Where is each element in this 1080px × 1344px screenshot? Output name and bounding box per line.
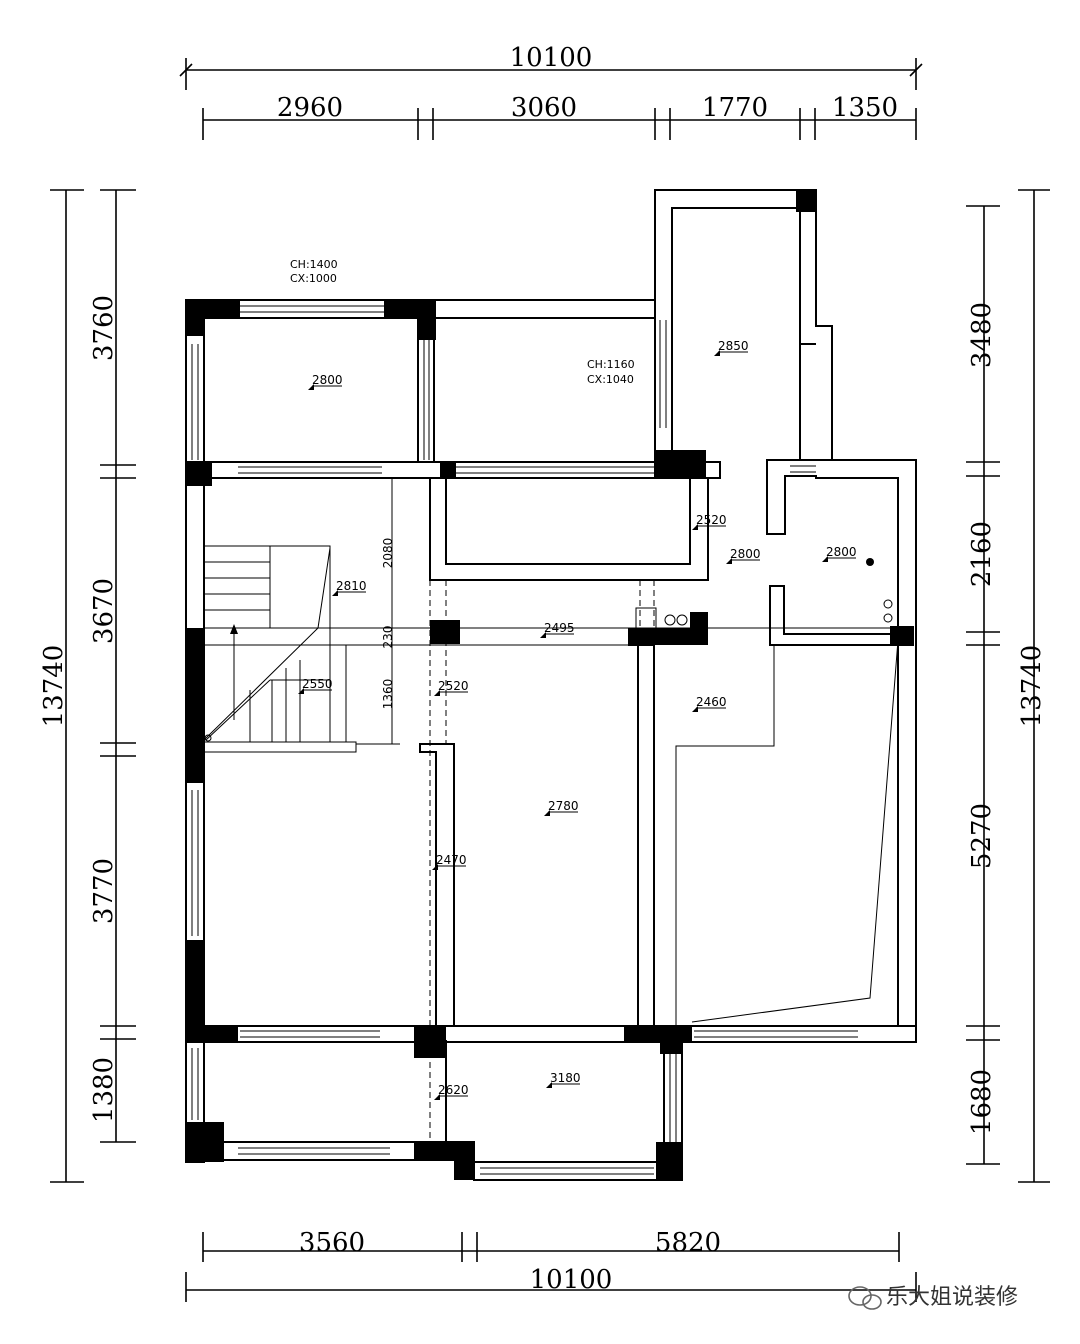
left-segment-1: 3760 [89, 295, 119, 361]
window-tag-1-width: CX:1000 [290, 272, 337, 285]
svg-text:2800: 2800 [730, 547, 761, 561]
level-marker: 2520 [692, 513, 727, 530]
stair-vertical-dim-1: 2080 [381, 538, 395, 569]
left-segment-3: 3770 [89, 858, 119, 924]
level-marker: 2800 [726, 547, 761, 564]
level-marker: 2460 [692, 695, 727, 712]
svg-text:2520: 2520 [696, 513, 727, 527]
bottom-segment-1: 3560 [299, 1228, 365, 1258]
svg-text:3180: 3180 [550, 1071, 581, 1085]
right-segment-4: 1680 [967, 1069, 997, 1135]
level-marker: 3180 [546, 1071, 581, 1088]
dashed-lines [204, 580, 655, 1142]
columns [186, 190, 914, 1180]
level-marker: 2520 [434, 679, 469, 696]
right-total-dimension: 13740 [1017, 645, 1047, 728]
top-segment-3: 1770 [702, 93, 768, 123]
svg-text:2800: 2800 [826, 545, 857, 559]
left-dimension-lines [50, 189, 136, 1183]
window-tag-1-height: CH:1400 [290, 258, 338, 271]
level-marker: 2550 [298, 677, 333, 694]
left-segment-2: 3670 [89, 578, 119, 644]
window-tag-2-height: CH:1160 [587, 358, 635, 371]
level-marker: 2620 [434, 1083, 469, 1100]
svg-text:2520: 2520 [438, 679, 469, 693]
svg-text:2850: 2850 [718, 339, 749, 353]
stair-vertical-dim-3: 1360 [381, 679, 395, 710]
right-dimension-lines [966, 189, 1050, 1183]
svg-text:2495: 2495 [544, 621, 575, 635]
right-segment-1: 3480 [967, 302, 997, 368]
staircase [203, 478, 400, 753]
bottom-total-dimension: 10100 [530, 1265, 613, 1295]
watermark-text: 乐大姐说装修 [886, 1285, 1018, 1310]
fixtures [635, 558, 893, 629]
window-tag-2-width: CX:1040 [587, 373, 634, 386]
svg-text:2780: 2780 [548, 799, 579, 813]
svg-text:2460: 2460 [696, 695, 727, 709]
walls [185, 189, 917, 1181]
level-marker: 2780 [544, 799, 579, 816]
bottom-segment-2: 5820 [655, 1228, 721, 1258]
top-segment-1: 2960 [277, 93, 343, 123]
watermark: 乐大姐说装修 [848, 1285, 1018, 1310]
right-segment-2: 2160 [967, 521, 997, 587]
svg-text:2810: 2810 [336, 579, 367, 593]
left-total-dimension: 13740 [39, 645, 69, 728]
svg-text:2550: 2550 [302, 677, 333, 691]
level-marker: 2810 [332, 579, 367, 596]
level-marker: 2800 [308, 373, 343, 390]
svg-text:2470: 2470 [436, 853, 467, 867]
level-marker: 2470 [432, 853, 467, 870]
right-segment-3: 5270 [967, 803, 997, 869]
level-markers: 2800 2850 2520 2800 2800 2810 2495 2550 … [298, 339, 857, 1100]
top-dimension-lines [179, 58, 923, 140]
wechat-icon [848, 1286, 882, 1310]
level-marker: 2495 [540, 621, 575, 638]
top-segment-4: 1350 [832, 93, 898, 123]
svg-text:2800: 2800 [312, 373, 343, 387]
left-segment-4: 1380 [89, 1057, 119, 1123]
top-segment-2: 3060 [511, 93, 577, 123]
level-marker: 2800 [822, 545, 857, 562]
bottom-dimension-lines [185, 1232, 917, 1302]
top-total-dimension: 10100 [510, 43, 593, 73]
level-marker: 2850 [714, 339, 749, 356]
stair-vertical-dim-2: 230 [381, 626, 395, 649]
svg-text:2620: 2620 [438, 1083, 469, 1097]
